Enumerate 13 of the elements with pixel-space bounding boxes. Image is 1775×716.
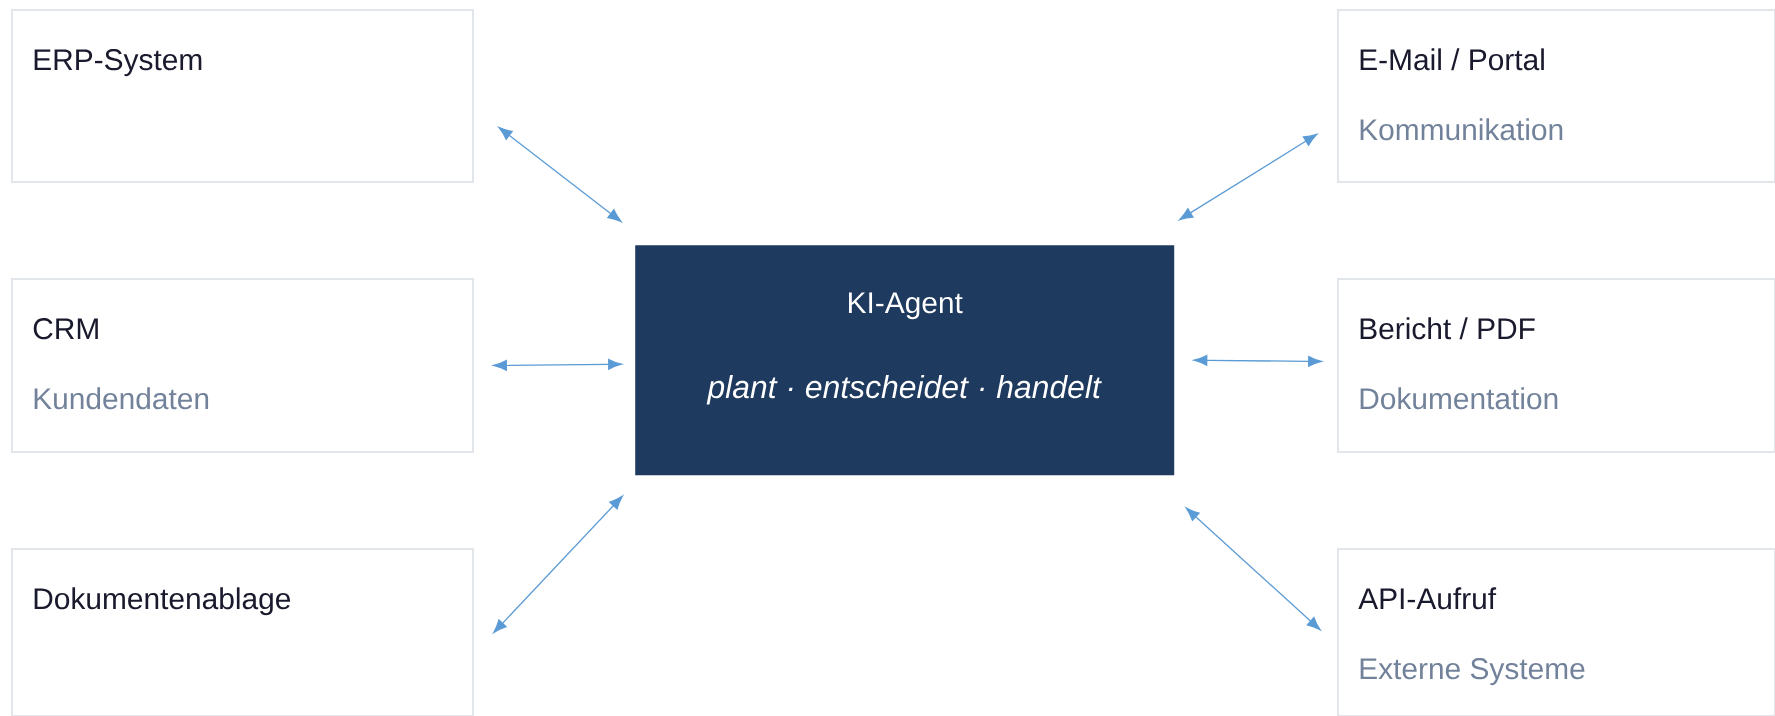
- arrow: [1193, 354, 1322, 367]
- arrow: [1185, 507, 1321, 631]
- agent-box: KI-Agent plant · entscheidet · handelt: [635, 245, 1175, 476]
- system-box: E-Mail / Portal Kommunikation: [1337, 9, 1775, 183]
- arrow: [498, 126, 622, 222]
- arrow: [1179, 133, 1318, 221]
- system-box: ERP-System: [11, 9, 474, 183]
- system-box: Bericht / PDF Dokumentation: [1337, 278, 1775, 453]
- system-box: Dokumentenablage: [11, 548, 474, 716]
- system-box: CRM Kundendaten: [11, 278, 474, 453]
- arrow: [493, 358, 622, 371]
- arrow: [493, 495, 623, 634]
- system-box: API-Aufruf Externe Systeme: [1337, 548, 1775, 716]
